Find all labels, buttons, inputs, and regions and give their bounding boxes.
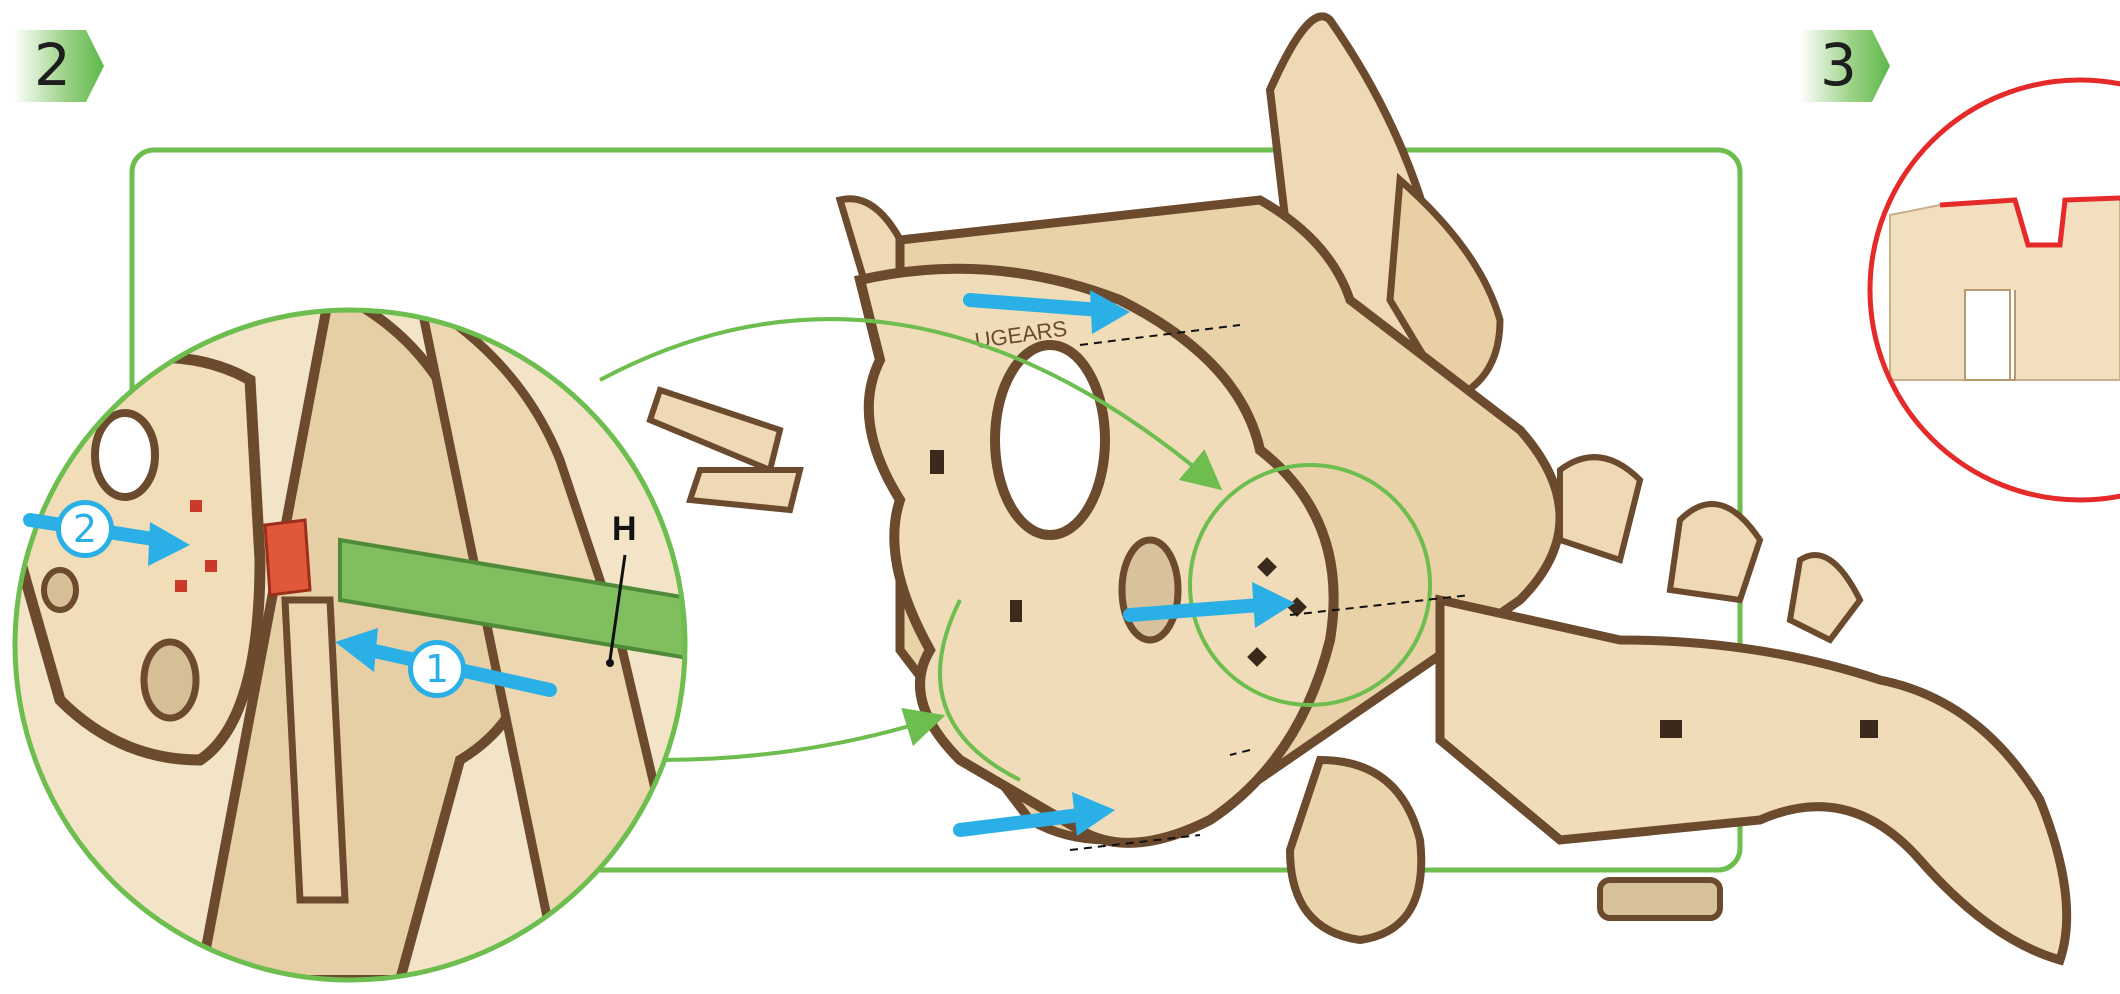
step-number: 2 [14, 36, 71, 94]
stegosaurus-model: UGEARS [650, 16, 2067, 960]
part-label-h: H [612, 510, 637, 549]
marker-2: 2 [56, 500, 114, 558]
step-badge-3: 3 [1800, 30, 1880, 100]
joint-detail [1860, 60, 2120, 520]
zoom-detail [0, 290, 700, 994]
marker-1: 1 [408, 640, 466, 698]
step-number: 3 [1800, 36, 1857, 94]
connector-curve-lower [660, 720, 930, 760]
step-badge-2: 2 [14, 30, 94, 100]
